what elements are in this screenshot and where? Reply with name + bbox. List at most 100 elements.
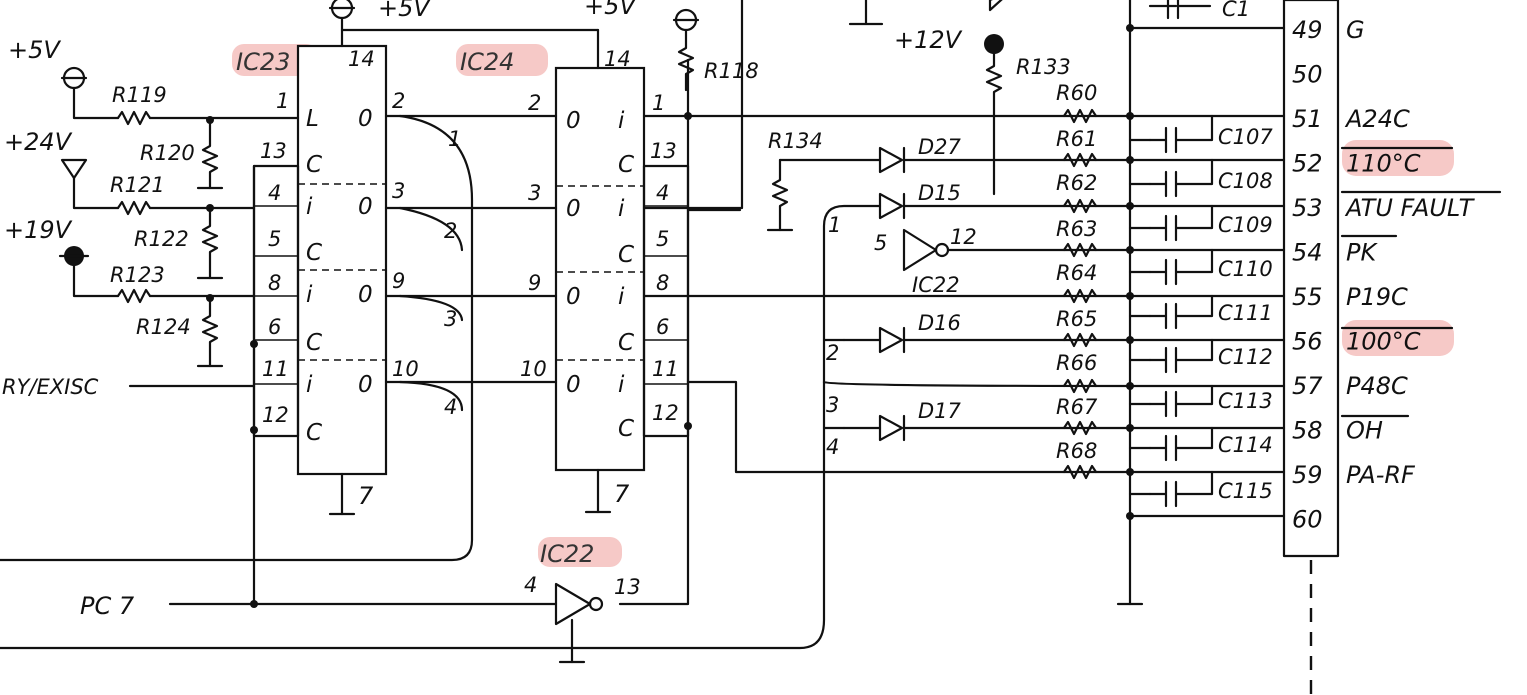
ic24-glyph-0d: 0 (566, 372, 581, 398)
ic24-pin-12: 12 (652, 401, 679, 425)
ic24-glyph-c3: C (618, 330, 634, 356)
bus-num-3: 3 (444, 307, 457, 331)
connector-signal-58: OH (1346, 417, 1383, 445)
ic23-pin-4: 4 (268, 181, 281, 205)
c112-label: C112 (1218, 345, 1273, 369)
connector-signal-54: PK (1346, 239, 1378, 267)
pc7-label: PC 7 (80, 592, 135, 620)
ic23-chip (252, 28, 600, 516)
connector-signal-51: A24C (1344, 105, 1410, 133)
ic23-label: IC23 (236, 48, 290, 76)
r133-r134-network (766, 0, 1004, 232)
connector-block (1282, 0, 1502, 695)
ic24-glyph-c2: C (618, 242, 634, 268)
ic23-glyph-c2: C (306, 240, 322, 266)
ic24-glyph-0a: 0 (566, 108, 581, 134)
r64-label: R64 (1056, 261, 1097, 285)
connector-signal-49: G (1346, 16, 1365, 44)
ic22-label-top: IC22 (912, 273, 960, 297)
diode-bus-2: 2 (826, 341, 839, 365)
connector-pin-50: 50 (1292, 61, 1323, 89)
c113-label: C113 (1218, 389, 1273, 413)
connector-pin-53: 53 (1292, 194, 1323, 222)
c110-label: C110 (1218, 257, 1273, 281)
ic23-pin-6: 6 (268, 315, 281, 339)
ic22-highlight (538, 537, 622, 567)
ic23-glyph-c3: C (306, 330, 322, 356)
r123-label: R123 (110, 263, 165, 287)
d17-label: D17 (918, 399, 962, 423)
r63-label: R63 (1056, 217, 1097, 241)
ic24-output-wires (618, 0, 1132, 606)
connector-pin-58: 58 (1292, 417, 1323, 445)
ic22-pin-5: 5 (874, 231, 887, 255)
ic22-pin-12: 12 (950, 225, 977, 249)
connector-signal-59: PA-RF (1346, 461, 1416, 489)
r121-label: R121 (110, 173, 165, 197)
ic24-pin-9: 9 (528, 271, 541, 295)
ic24-glyph-i1: i (618, 108, 625, 134)
ic23-pin-3: 3 (392, 179, 405, 203)
connector-signal-56: 100°C (1346, 328, 1421, 356)
ic23-glyph-i2: i (306, 282, 313, 308)
c107-label: C107 (1218, 125, 1273, 149)
ic23-glyph-c1: C (306, 152, 322, 178)
r67-label: R67 (1056, 395, 1098, 419)
ic23-pin-5: 5 (268, 227, 281, 251)
ic23-glyph-l: L (306, 106, 319, 132)
ic23-pin-14: 14 (348, 47, 375, 71)
ic24-pin-10: 10 (520, 357, 547, 381)
r134-label: R134 (768, 129, 823, 153)
bus-num-4: 4 (444, 395, 457, 419)
c115-label: C115 (1218, 479, 1273, 503)
d27-label: D27 (918, 135, 962, 159)
input-network (58, 0, 558, 608)
r62-label: R62 (1056, 171, 1097, 195)
connector-pin-51: 51 (1292, 105, 1323, 133)
rail-12v: +12V (894, 26, 963, 54)
ic24-pin-1: 1 (652, 91, 665, 115)
ry-exisc-label: RY/EXISC (2, 375, 99, 399)
ic23-glyph-c4: C (306, 420, 322, 446)
ic22-inverter-bottom (0, 204, 882, 664)
r68-label: R68 (1056, 439, 1097, 463)
ic23-pin-1: 1 (276, 89, 289, 113)
rail-5v-left: +5V (8, 36, 61, 64)
r119-label: R119 (112, 83, 167, 107)
r118-label: R118 (704, 59, 759, 83)
r65-label: R65 (1056, 307, 1097, 331)
ic24-pin-13: 13 (650, 139, 677, 163)
connector-pin-57: 57 (1292, 372, 1323, 400)
ic24-chip (554, 28, 690, 514)
ic24-pin-4: 4 (656, 181, 669, 205)
c-partial-label: C1 (1222, 0, 1250, 21)
connector-signal-55: P19C (1346, 283, 1408, 311)
connector-pin-54: 54 (1292, 239, 1323, 267)
c111-label: C111 (1218, 301, 1273, 325)
ic24-pin-8: 8 (656, 271, 669, 295)
ic24-pin-7: 7 (614, 480, 630, 508)
connector-pin-56: 56 (1292, 328, 1323, 356)
ic24-pin-2: 2 (528, 91, 541, 115)
rail-5v-top-right: +5V (584, 0, 637, 20)
ic24-glyph-i2: i (618, 196, 625, 222)
connector-pin-55: 55 (1292, 283, 1323, 311)
ic24-glyph-i4: i (618, 372, 625, 398)
c109-label: C109 (1218, 213, 1273, 237)
ic23-pin-11: 11 (262, 357, 289, 381)
r120-label: R120 (140, 141, 195, 165)
rail-19v: +19V (4, 216, 73, 244)
connector-pin-52: 52 (1292, 150, 1323, 178)
ic23-pin-2: 2 (392, 89, 405, 113)
resistor-bank (1062, 0, 1286, 606)
connector-pin-60: 60 (1292, 506, 1323, 534)
ic24-glyph-0b: 0 (566, 196, 581, 222)
ic23-pin-8: 8 (268, 271, 281, 295)
connector-signal-52: 110°C (1346, 150, 1421, 178)
ic24-glyph-c1: C (618, 152, 634, 178)
ic23-pin-10: 10 (392, 357, 419, 381)
bus-num-1: 1 (448, 127, 461, 151)
r66-label: R66 (1056, 351, 1097, 375)
